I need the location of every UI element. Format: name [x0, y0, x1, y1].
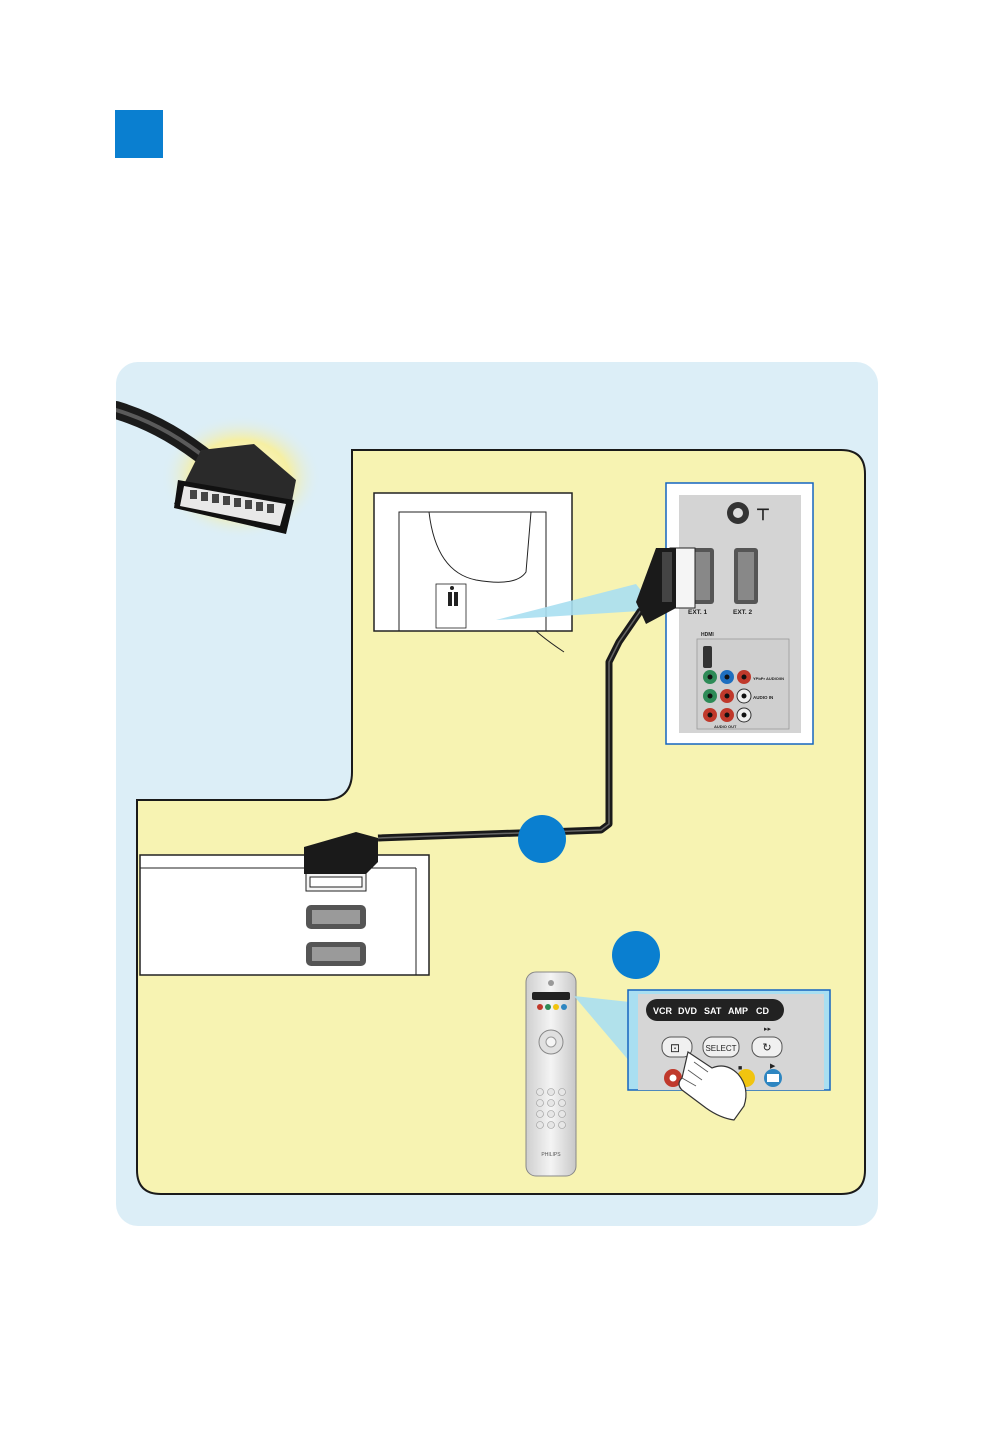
svg-text:▶: ▶	[770, 1063, 776, 1070]
hdmi-label: HDMI	[701, 632, 714, 638]
audio-out-label: AUDIO OUT	[714, 724, 737, 729]
svg-text:▸▸: ▸▸	[764, 1026, 772, 1033]
ypbpr-label: YPbPr AUDIO/IN	[753, 676, 784, 681]
hand-icon	[678, 1051, 747, 1121]
input-source-icon: ⊡	[670, 1041, 680, 1055]
step-1-marker	[518, 815, 566, 863]
step-2-marker	[612, 931, 660, 979]
scart-1-label: EXT. 1	[688, 609, 708, 616]
tv-connector-panel: ⊤ EXT. 1 EXT. 2 HDMI YPbPr AUDIO/IN AUDI…	[665, 482, 814, 745]
source-key-cd: CD	[756, 1006, 769, 1016]
step-marker	[115, 110, 163, 158]
recorder-rear-panel	[139, 854, 430, 976]
select-key: SELECT	[705, 1044, 736, 1053]
source-key-amp: AMP	[728, 1006, 748, 1016]
remote-control: PHILIPS	[525, 971, 577, 1177]
connection-diagram: ⊤ EXT. 1 EXT. 2 HDMI YPbPr AUDIO/IN AUDI…	[116, 362, 878, 1226]
audio-in-label: AUDIO IN	[753, 695, 773, 700]
scart-2-label: EXT. 2	[733, 609, 753, 616]
antenna-icon: ⊤	[756, 507, 770, 524]
remote-zoom: VCR DVD SAT AMP CD ⊡ SELECT ↻ ▸▸ ▶ ■	[627, 989, 831, 1121]
tv-rear-view	[373, 492, 656, 653]
scart-plug-icon	[116, 401, 321, 539]
svg-text:■: ■	[738, 1065, 742, 1072]
tv-scart-plug	[636, 547, 696, 624]
source-key-dvd: DVD	[678, 1006, 698, 1016]
remote-brand: PHILIPS	[541, 1152, 561, 1158]
svg-text:↻: ↻	[762, 1042, 771, 1054]
source-key-sat: SAT	[704, 1006, 722, 1016]
recorder-scart-plug	[304, 832, 378, 892]
source-key-vcr: VCR	[653, 1006, 673, 1016]
